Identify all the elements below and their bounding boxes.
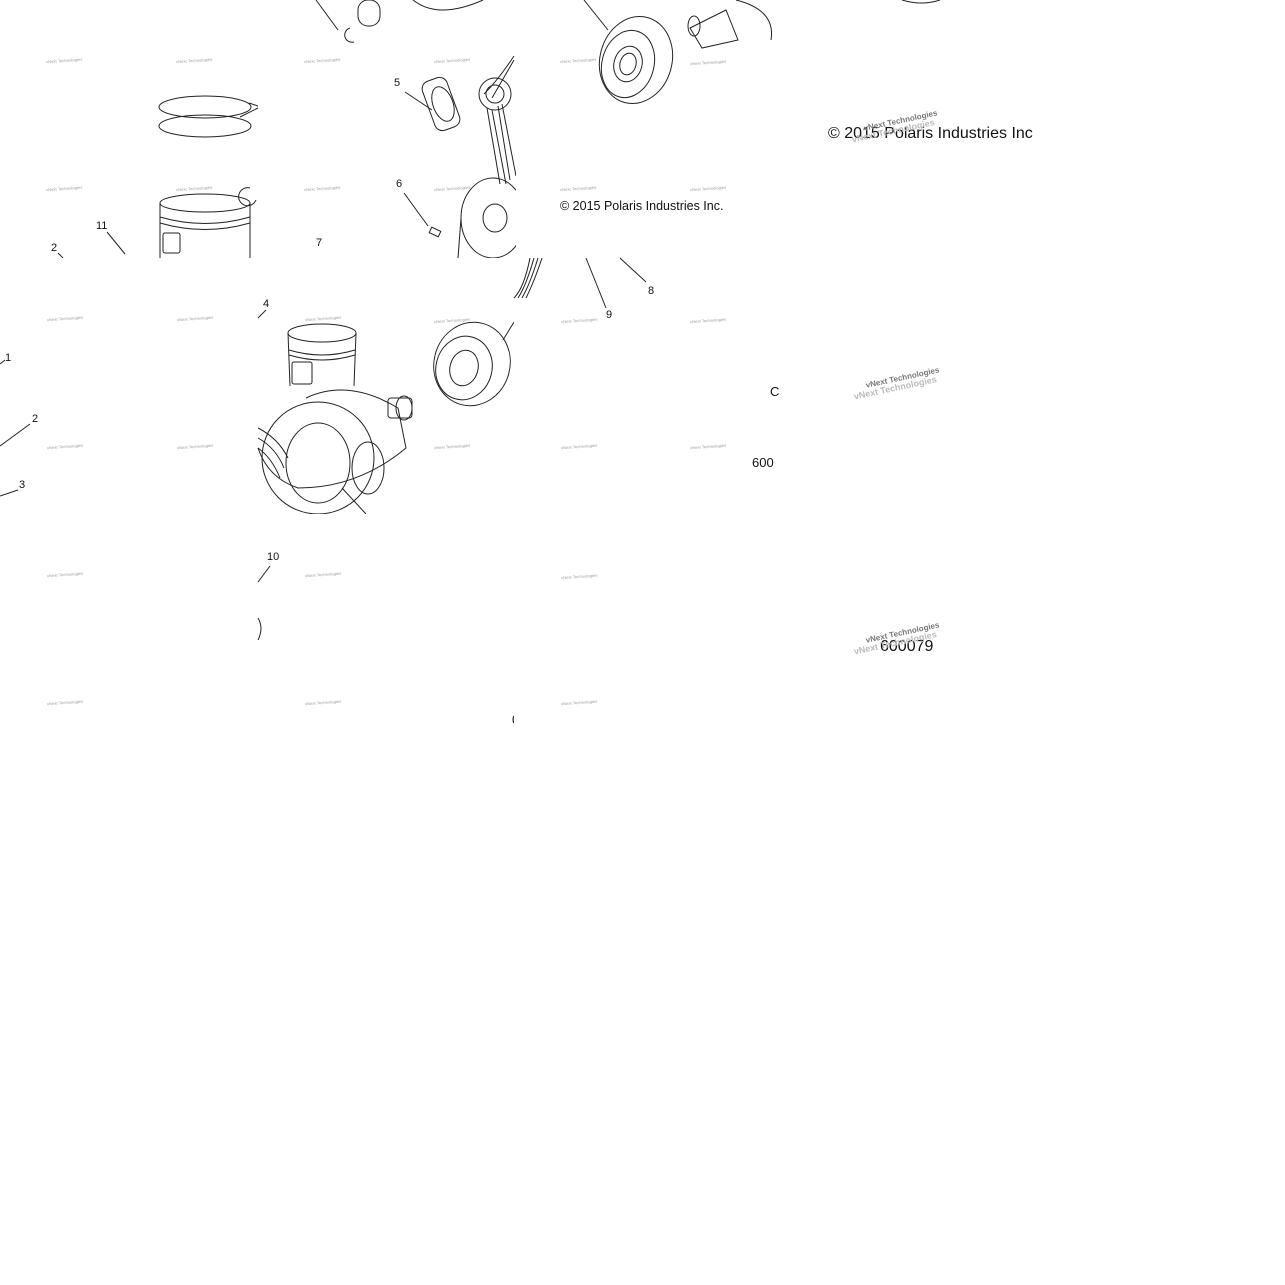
callout-11: 11: [96, 220, 108, 232]
piston-rings-drawing: [57, 95, 259, 259]
diagram-tile-middle-left: 1 2 3 vNext Technologies vNext Technolog…: [0, 258, 258, 514]
crank-wheel-drawing: [513, 257, 647, 309]
diagram-tile-top-right: © 2015 Polaris Industries Inc. vNext Tec…: [516, 0, 773, 258]
watermark: vNext Technologies: [560, 572, 598, 581]
callout-7: 7: [316, 237, 323, 249]
leader-lines: [257, 565, 271, 641]
callout-3: 3: [19, 479, 26, 491]
callout-9: 9: [606, 309, 613, 321]
watermark: vNext Technologies: [46, 698, 84, 707]
diagram-tile-top-middle: 5 6 7 vNext Technologies vNext Technolog…: [258, 0, 526, 259]
diagram-tile-center: 4 vNext Technologies vNext Technologies …: [257, 258, 515, 515]
connecting-rod-drawing: [315, 0, 526, 259]
callout-1: 1: [5, 352, 12, 364]
diagram-tile-top-left: 11 2 vNext Technologies vNext Technologi…: [0, 0, 259, 259]
callout-5: 5: [394, 77, 401, 89]
callout-2: 2: [51, 242, 58, 254]
diagram-tile-large-right: © 2015 Polaris Industries Inc 600079 vNe…: [772, 0, 1072, 700]
diagram-tile-bottom-right: vNext Technologies vNext Technologies: [514, 514, 614, 730]
callout-2: 2: [32, 413, 39, 425]
leader-lines: [0, 359, 31, 497]
watermark: vNext Technologies: [560, 698, 598, 707]
callout-4: 4: [263, 298, 270, 310]
watermark: vNext Technologies: [46, 570, 84, 579]
callout-6: 6: [396, 178, 403, 190]
crankshaft-assembly-drawing: [257, 309, 515, 515]
diagram-tile-middle-right: 8 9 600 C vNext Technologies vNext Techn…: [513, 257, 779, 514]
diagram-tile-bottom-center: 10 0079 vNext Technologies vNext Technol…: [257, 514, 541, 730]
copyright-notice: © 2015 Polaris Industries Inc.: [560, 199, 724, 213]
part-number: 600079: [880, 638, 934, 655]
callout-8: 8: [648, 285, 655, 297]
copyright-notice: © 2015 Polaris Industries Inc: [828, 125, 1033, 142]
bearing-drawing: [583, 0, 773, 105]
diagram-tile-bottom-left: vNext Technologies vNext Technologies: [0, 514, 258, 730]
fragment-c: C: [770, 384, 780, 399]
bearing-edge-drawing: [901, 0, 941, 4]
callout-10: 10: [267, 551, 280, 563]
part-number-fragment: 600: [752, 455, 774, 470]
